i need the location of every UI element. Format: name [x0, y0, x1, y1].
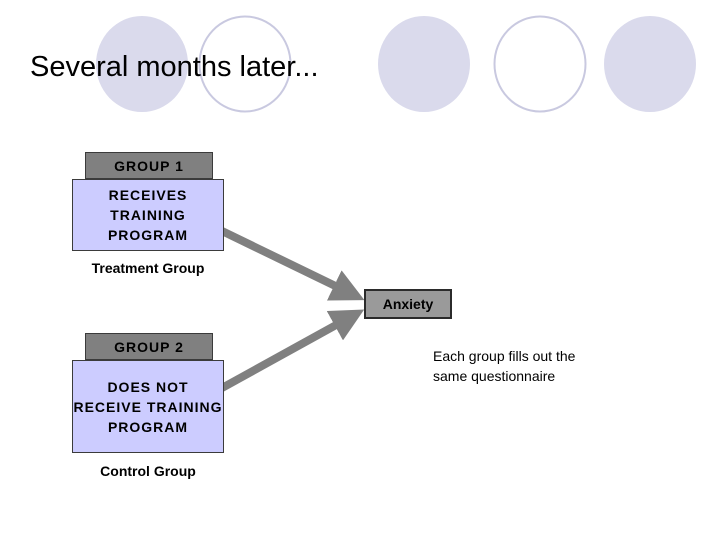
- arrow-group2-to-anxiety: [220, 309, 365, 392]
- group-2-header: GROUP 2: [85, 333, 213, 360]
- arrow-group1-to-anxiety: [220, 227, 365, 301]
- group-1-header: GROUP 1: [85, 152, 213, 179]
- outcome-box-anxiety: Anxiety: [364, 289, 452, 319]
- side-note-line-2: same questionnaire: [433, 368, 556, 384]
- decor-circle-5-icon: [604, 16, 696, 112]
- decor-circle-3-icon: [378, 16, 470, 112]
- group-2-caption: Control Group: [100, 463, 196, 479]
- side-note-line-1: Each group fills out the: [433, 348, 576, 364]
- slide-title: Several months later...: [30, 51, 319, 83]
- group-1-body: RECEIVES TRAINING PROGRAM: [72, 179, 224, 251]
- group-2-body: DOES NOT RECEIVE TRAINING PROGRAM: [72, 360, 224, 453]
- side-note: Each group fills out the same questionna…: [433, 346, 653, 386]
- decor-circle-4-icon: [493, 15, 587, 113]
- group-1-caption: Treatment Group: [91, 260, 205, 276]
